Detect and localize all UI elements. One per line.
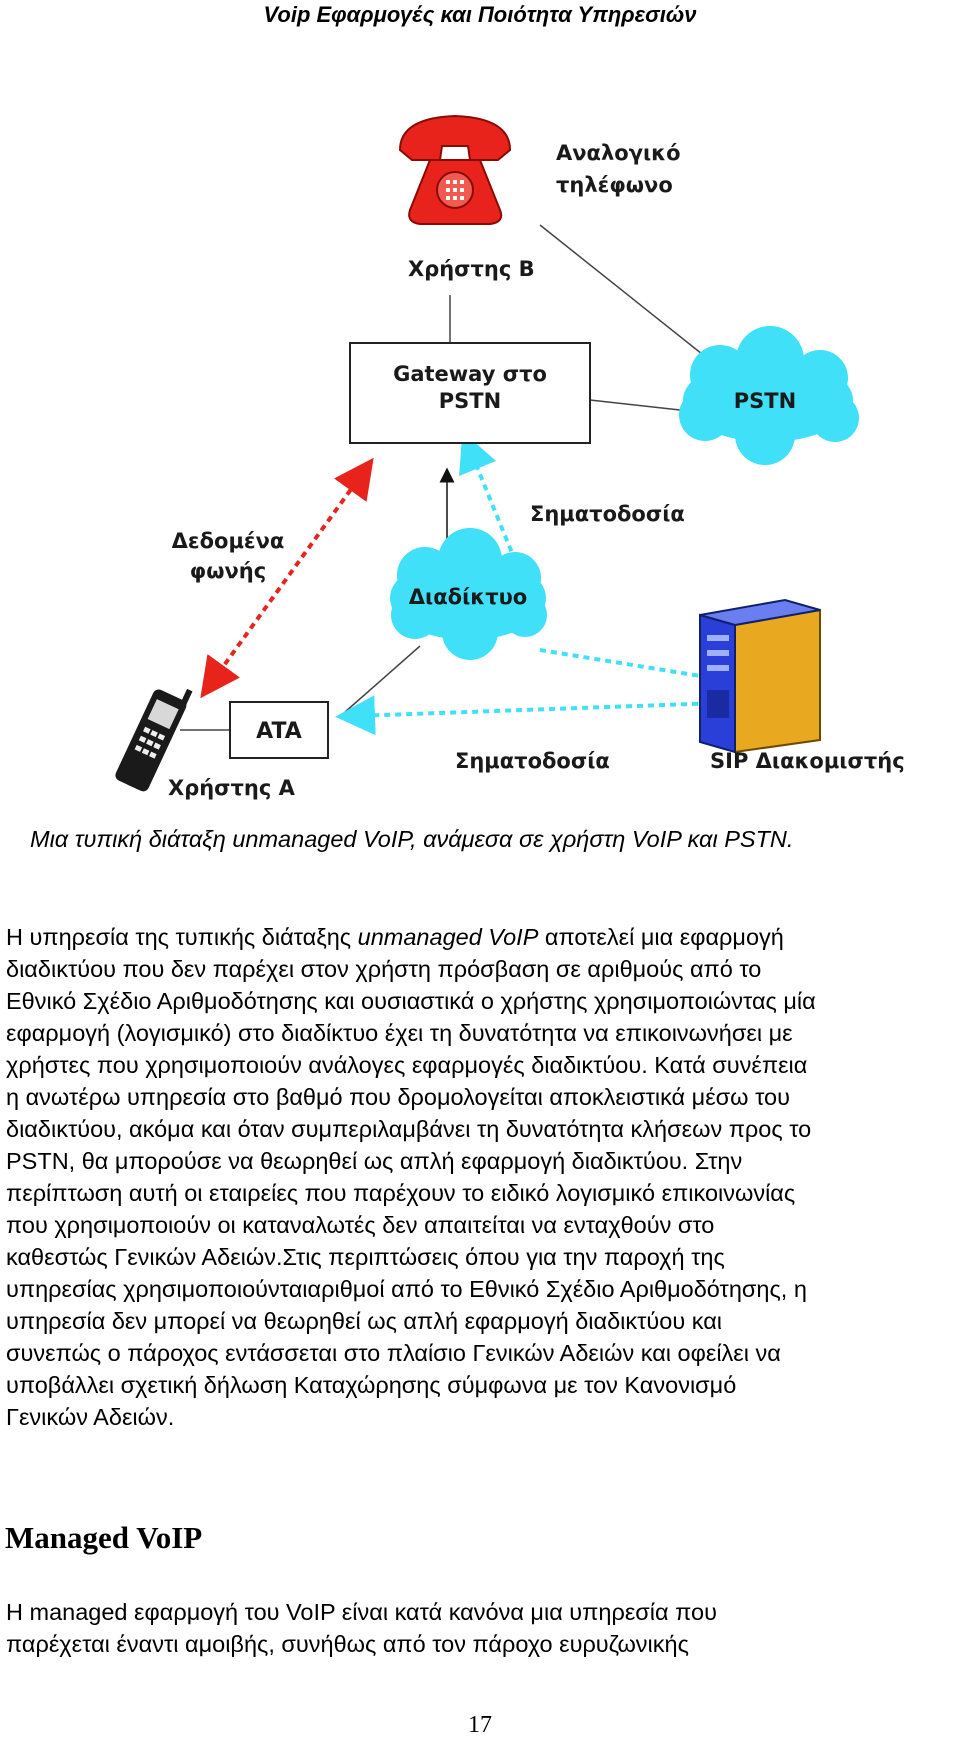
paragraph-line: PSTN, θα μπορούσε να θεωρηθεί ως απλή εφ… (6, 1148, 743, 1174)
paragraph-line: υποβάλλει σχετική δήλωση Καταχώρησης σύμ… (6, 1372, 737, 1398)
phone-to-pstn-line (539, 224, 708, 359)
text-span: αποτελεί μια εφαρμογή (538, 924, 784, 950)
analog-phone-label-1: Αναλογικό (556, 141, 681, 165)
paragraph-line: συνεπώς ο πάροχος εντάσσεται στο πλαίσιο… (6, 1340, 781, 1366)
signaling-arrow-internet-server (539, 648, 726, 682)
signaling-bottom-label: Σηματοδοσία (455, 749, 610, 773)
analog-phone-label-2: τηλέφωνο (556, 173, 673, 197)
mobile-phone-icon (115, 688, 193, 792)
paragraph-line: περίπτωση αυτή οι εταιρείες που παρέχουν… (6, 1180, 796, 1206)
page-header: Voip Εφαρμογές και Ποιότητα Υπηρεσιών (263, 2, 697, 27)
voip-diagram: Αναλογικό τηλέφωνο Χρήστης Β Gateway στο… (115, 114, 905, 800)
section-heading: Managed VoIP (5, 1520, 203, 1555)
paragraph-line: διαδικτύου, ακόμα και όταν συμπεριλαμβάν… (6, 1116, 812, 1142)
paragraph-line: που χρησιμοποιούν οι καταναλωτές δεν απα… (6, 1212, 715, 1238)
italic-term: unmanaged VoIP (357, 924, 539, 950)
paragraph-line: Εθνικό Σχέδιο Αριθμοδότησης και ουσιαστι… (6, 988, 816, 1014)
paragraph-unmanaged: Η υπηρεσία της τυπικής διάταξης unmanage… (6, 921, 958, 1433)
paragraph-line: εφαρμογή (λογισμικό) στο διαδίκτυο έχει … (6, 1020, 793, 1046)
voice-data-label-1: Δεδομένα (172, 529, 285, 553)
gateway-label-2: PSTN (439, 389, 501, 413)
analog-phone-icon (398, 114, 512, 225)
pstn-cloud-icon (679, 326, 859, 465)
gateway-box (349, 342, 591, 444)
user-b-label: Χρήστης Β (408, 257, 535, 281)
paragraph-line: υπηρεσίας χρησιμοποιούνταιαριθμοί από το… (6, 1276, 807, 1302)
paragraph-line: καθεστώς Γενικών Αδειών.Στις περιπτώσεις… (6, 1244, 725, 1270)
paragraph-line: χρήστες που χρησιμοποιούν ανάλογες εφαρμ… (6, 1052, 808, 1078)
internet-cloud-icon (390, 528, 547, 660)
paragraph-line: παρέχεται έναντι αμοιβής, συνήθως από το… (6, 1631, 689, 1657)
gateway-label-1: Gateway στο (393, 362, 547, 386)
voice-data-arrow (200, 457, 374, 699)
paragraph-line: η ανωτέρω υπηρεσία στο βαθμό που δρομολο… (6, 1084, 790, 1110)
paragraph-managed: Η managed εφαρμογή του VoIP είναι κατά κ… (6, 1596, 958, 1660)
signaling-arrow-ata (335, 683, 740, 736)
paragraph-line: υπηρεσία δεν μπορεί να θεωρηθεί ως απλή … (6, 1308, 723, 1334)
page-number: 17 (468, 1712, 492, 1738)
paragraph-line: Γενικών Αδειών. (6, 1404, 175, 1430)
pstn-label: PSTN (734, 389, 796, 413)
ata-label: ATA (256, 719, 302, 744)
sip-server-label: SIP Διακομιστής (710, 749, 905, 773)
paragraph-line: Η managed εφαρμογή του VoIP είναι κατά κ… (6, 1599, 717, 1625)
figure-caption: Μια τυπική διάταξη unmanaged VoIP, ανάμε… (30, 826, 794, 852)
signaling-top-label: Σηματοδοσία (530, 502, 685, 526)
ata-box (229, 701, 329, 759)
sip-server-icon (699, 598, 821, 754)
paragraph-line: Η υπηρεσία της τυπικής διάταξης unmanage… (6, 921, 958, 953)
paragraph-line: διαδικτύου που δεν παρέχει στον χρήστη π… (6, 956, 762, 982)
user-a-label: Χρήστης Α (168, 776, 296, 800)
gateway-to-pstn-line (589, 399, 681, 411)
voice-data-label-2: φωνής (190, 559, 266, 583)
text-span: Η υπηρεσία της τυπικής διάταξης (6, 924, 358, 950)
internet-label: Διαδίκτυο (409, 585, 527, 609)
ata-to-internet-line (344, 645, 421, 713)
